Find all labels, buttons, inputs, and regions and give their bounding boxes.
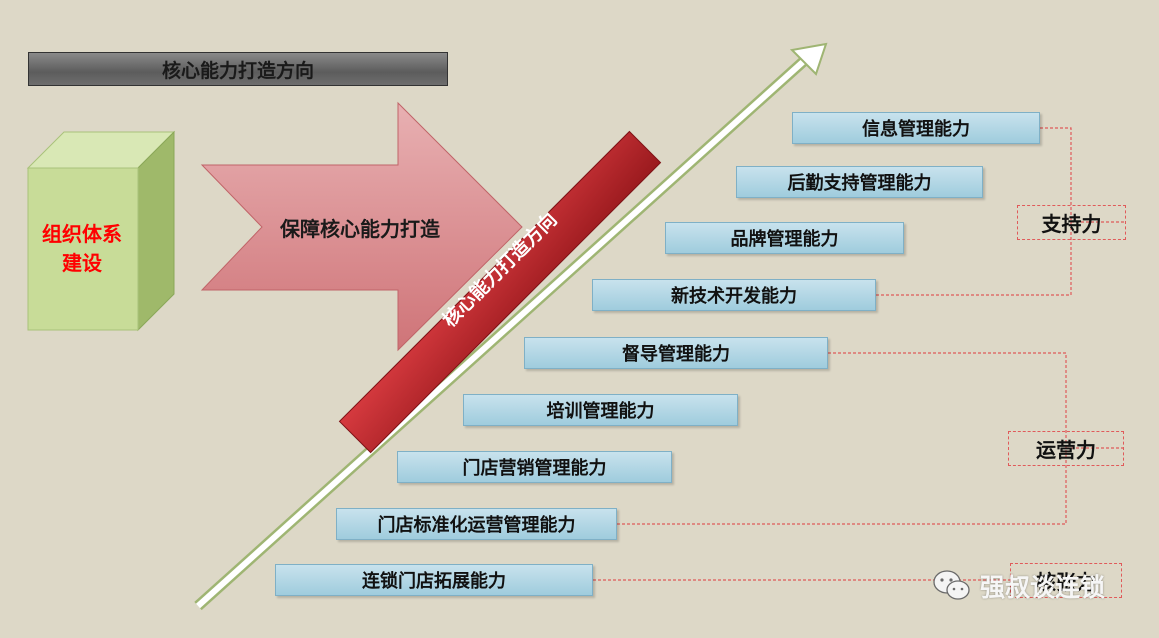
- cube-label: 组织体系建设: [42, 222, 122, 275]
- category-support: 支持力: [1017, 205, 1126, 240]
- watermark-text: 强叔谈连锁: [980, 573, 1106, 602]
- capability-box: 督导管理能力: [524, 337, 828, 369]
- capability-box: 门店标准化运营管理能力: [336, 508, 617, 540]
- org-cube: [26, 130, 176, 332]
- capability-box: 信息管理能力: [792, 112, 1040, 144]
- capability-box: 连锁门店拓展能力: [275, 564, 593, 596]
- direction-band: [338, 130, 662, 454]
- capability-box: 新技术开发能力: [592, 279, 876, 311]
- capability-box: 后勤支持管理能力: [736, 166, 983, 198]
- support-arrow: [200, 101, 523, 352]
- category-operation: 运营力: [1008, 431, 1124, 466]
- watermark: 强叔谈连锁: [932, 566, 1132, 606]
- capability-box: 门店营销管理能力: [397, 451, 672, 483]
- arrow-label: 保障核心能力打造: [280, 216, 440, 241]
- page-title: 核心能力打造方向: [28, 52, 448, 86]
- capability-box: 培训管理能力: [463, 394, 738, 426]
- category-expansion: 核张力: [1010, 563, 1122, 598]
- growth-arrow: [194, 42, 828, 611]
- capability-box: 品牌管理能力: [665, 222, 904, 254]
- wechat-icon: [933, 570, 970, 600]
